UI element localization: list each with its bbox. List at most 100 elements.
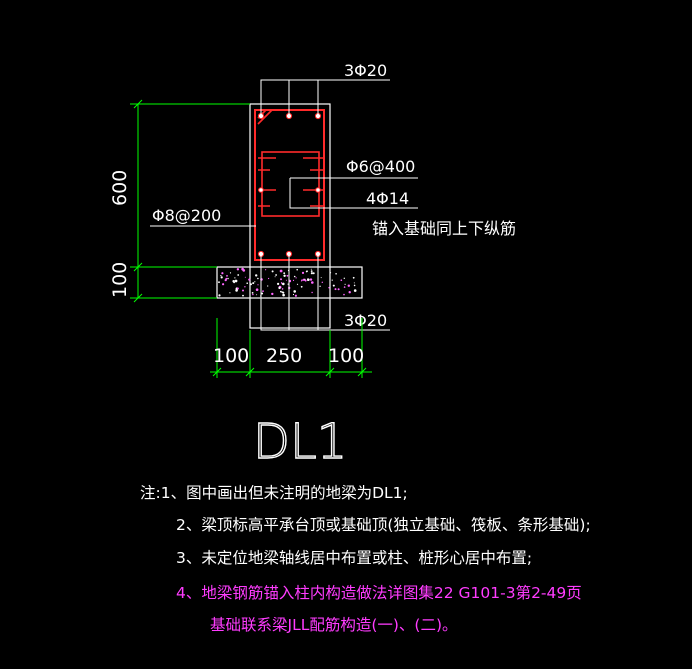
hatch-dot bbox=[262, 290, 264, 292]
hatch-dot bbox=[343, 286, 346, 288]
hatch-dot bbox=[257, 284, 259, 286]
hatch-dot bbox=[310, 272, 313, 275]
hatch-dot bbox=[286, 274, 289, 277]
beam-outline bbox=[249, 103, 331, 329]
anchor-note-label: 锚入基础同上下纵筋 bbox=[372, 219, 516, 238]
hatch-dot bbox=[305, 271, 307, 273]
hatch-dot bbox=[237, 274, 240, 276]
hatch-dot bbox=[329, 272, 332, 274]
hatch-dot bbox=[353, 289, 357, 292]
hatch-dot bbox=[287, 283, 289, 285]
hatch-dot bbox=[304, 278, 306, 280]
inner-tie bbox=[261, 151, 320, 217]
hatch-dot bbox=[353, 282, 355, 284]
hatch-dot bbox=[271, 270, 274, 273]
hatch-dot bbox=[225, 277, 227, 280]
width-right-dim: 100 bbox=[328, 345, 364, 367]
hatch-dot bbox=[282, 282, 285, 286]
hatch-dot bbox=[234, 277, 236, 279]
hatch-dot bbox=[222, 283, 225, 286]
hatch-dot bbox=[227, 277, 229, 280]
hatch-dot bbox=[285, 279, 287, 281]
hatch-dot bbox=[337, 288, 340, 291]
width-left-dim: 100 bbox=[213, 345, 249, 367]
hatch-dot bbox=[311, 281, 314, 284]
hatch-dot bbox=[232, 280, 235, 283]
hatch-dot bbox=[309, 278, 313, 281]
vertical-dimension: 600 100 bbox=[109, 99, 250, 303]
hatch-dot bbox=[292, 279, 295, 281]
hatch-dot bbox=[282, 293, 285, 297]
hatch-dot bbox=[301, 271, 305, 274]
hatch-dot bbox=[334, 288, 337, 291]
hatch-dot bbox=[312, 272, 315, 275]
hatch-dot bbox=[280, 278, 282, 281]
hatch-dot bbox=[254, 281, 256, 283]
beam-section bbox=[150, 79, 418, 331]
hatch-dot bbox=[293, 275, 296, 278]
hatch-dot bbox=[255, 274, 258, 277]
hatch-dot bbox=[246, 282, 248, 285]
top-bars-label: 3Φ20 bbox=[344, 61, 387, 80]
hatch-dot bbox=[281, 291, 284, 294]
hatch-dot bbox=[278, 286, 281, 290]
hatch-dot bbox=[319, 285, 321, 287]
hatch-dot bbox=[281, 288, 284, 290]
hatch-dot bbox=[321, 281, 323, 283]
notes-block: 注:1、图中画出但未注明的地梁为DL1; 2、梁顶标高平承台顶或基础顶(独立基础… bbox=[140, 484, 591, 634]
hatch-dot bbox=[353, 284, 356, 287]
hatch-dot bbox=[256, 294, 258, 296]
hatch-dot bbox=[218, 294, 221, 297]
bottom-bars-label: 3Φ20 bbox=[344, 311, 387, 330]
hatch-dot bbox=[310, 270, 313, 272]
hatch-dot bbox=[234, 279, 238, 283]
hatch-dot bbox=[293, 290, 297, 293]
hatch-dot bbox=[332, 284, 335, 287]
hatch-dot bbox=[304, 279, 307, 282]
side-bar bbox=[315, 187, 321, 193]
note-line-1: 注:1、图中画出但未注明的地梁为DL1; bbox=[140, 484, 408, 502]
width-mid-dim: 250 bbox=[266, 345, 302, 367]
hatch-dot bbox=[236, 287, 239, 290]
side-bars-label: 4Φ14 bbox=[366, 189, 409, 208]
hatch-dot bbox=[280, 282, 283, 284]
hatch-dot bbox=[248, 278, 251, 281]
hatch-dot bbox=[295, 277, 297, 279]
hatch-dot bbox=[280, 290, 282, 293]
hatch-dot bbox=[277, 282, 280, 285]
hatch-dot bbox=[236, 268, 240, 271]
hatch-dot bbox=[311, 291, 313, 294]
hatch-dot bbox=[294, 294, 297, 297]
outer-stirrup-label: Φ8@200 bbox=[152, 206, 221, 225]
hatch-dot bbox=[331, 279, 333, 281]
hatch-dot bbox=[301, 280, 303, 282]
note-line-3: 3、未定位地梁轴线居中布置或柱、桩形心居中布置; bbox=[176, 549, 532, 567]
hatch-dot bbox=[352, 276, 355, 279]
hatch-dot bbox=[257, 277, 259, 280]
height-cushion-dim: 100 bbox=[109, 262, 131, 298]
leader-lines bbox=[150, 79, 418, 331]
hatch-dot bbox=[242, 289, 244, 292]
hatch-dot bbox=[242, 294, 244, 297]
height-beam-dim: 600 bbox=[109, 170, 131, 206]
hatch-dot bbox=[229, 292, 231, 294]
note-line-5: 基础联系梁JLL配筋构造(一)、(二)。 bbox=[210, 616, 458, 634]
hatch-dot bbox=[251, 292, 254, 294]
hatch-dot bbox=[229, 272, 232, 274]
hatch-dot bbox=[241, 267, 244, 271]
hatch-dot bbox=[252, 293, 254, 296]
hatch-dot bbox=[220, 276, 223, 279]
hatch-dot bbox=[274, 276, 276, 278]
side-bar bbox=[258, 187, 264, 193]
hatch-dot bbox=[279, 269, 283, 273]
hatch-dot bbox=[296, 268, 299, 271]
hatch-dot bbox=[283, 274, 286, 277]
drawing-title: DL1 bbox=[253, 414, 347, 470]
hatch-dot bbox=[267, 285, 269, 287]
hatch-dot bbox=[218, 281, 220, 284]
note-line-2: 2、梁顶标高平承台顶或基础顶(独立基础、筏板、条形基础); bbox=[176, 516, 591, 534]
hatch-dot bbox=[271, 292, 274, 296]
hatch-dot bbox=[307, 278, 310, 282]
hatch-dot bbox=[328, 287, 330, 289]
